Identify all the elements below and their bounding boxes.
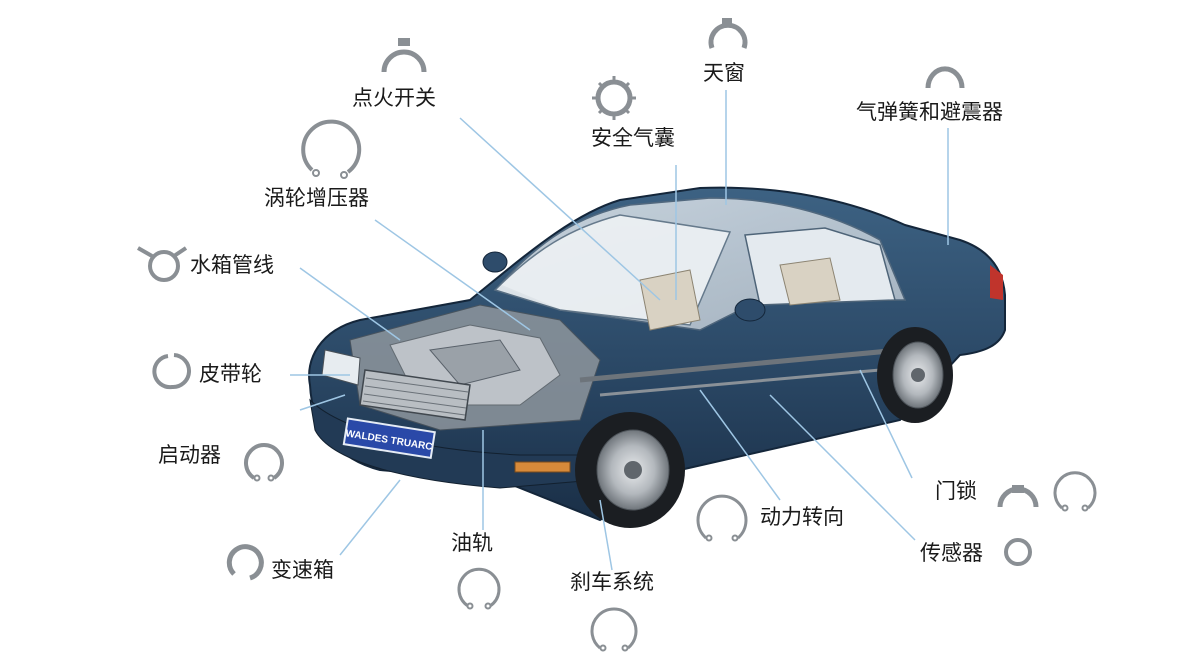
- label-brake: 刹车系统: [570, 570, 654, 594]
- ring-icons: [137, 18, 1097, 652]
- leader-starter: [299, 394, 346, 411]
- leader-brake: [599, 499, 613, 571]
- turbo-ring-icon: [301, 119, 362, 179]
- label-fuel-rail: 油轨: [451, 531, 493, 555]
- label-steering: 动力转向: [760, 505, 844, 529]
- rear-wheel: [877, 327, 953, 423]
- label-turbo: 涡轮增压器: [264, 186, 369, 210]
- sunroof-ring-icon: [708, 18, 748, 49]
- airbag-ring-icon: [592, 76, 636, 120]
- leader-sensor: [769, 394, 916, 541]
- gas-spring-ring-icon: [925, 66, 965, 89]
- label-sunroof: 天窗: [703, 61, 745, 85]
- front-wheel: [575, 412, 685, 528]
- pulley-ring-icon: [152, 353, 191, 390]
- label-sensor: 传感器: [920, 541, 983, 565]
- leader-door-lock: [859, 369, 913, 479]
- label-gearbox: 变速箱: [271, 558, 334, 582]
- brake-ring-icon: [590, 607, 638, 652]
- radiator-clamp-icon: [137, 246, 188, 282]
- leader-gearbox: [339, 479, 401, 556]
- label-door-lock: 门锁: [935, 479, 977, 503]
- label-pulley: 皮带轮: [199, 362, 262, 386]
- label-gas-spring: 气弹簧和避震器: [856, 100, 1003, 124]
- ignition-ring-icon: [381, 38, 427, 73]
- door-lock-ring-icon-1: [997, 485, 1039, 508]
- starter-ring-icon: [244, 443, 284, 482]
- leader-radiator: [299, 267, 401, 341]
- label-radiator: 水箱管线: [190, 253, 274, 277]
- leader-ignition: [459, 117, 661, 301]
- fuel-rail-ring-icon: [457, 567, 501, 610]
- gearbox-ring-icon: [226, 544, 264, 581]
- leader-steering: [699, 389, 781, 501]
- door-lock-ring-icon-2: [1053, 471, 1097, 512]
- sensor-ring-icon: [1004, 538, 1032, 566]
- leader-turbo: [374, 219, 531, 331]
- license-plate: WALDES TRUARC: [342, 417, 436, 460]
- label-starter: 启动器: [158, 443, 221, 467]
- label-ignition: 点火开关: [352, 86, 436, 110]
- leader-lines: [290, 90, 949, 571]
- label-airbag: 安全气囊: [591, 126, 675, 150]
- steering-ring-icon: [696, 494, 748, 542]
